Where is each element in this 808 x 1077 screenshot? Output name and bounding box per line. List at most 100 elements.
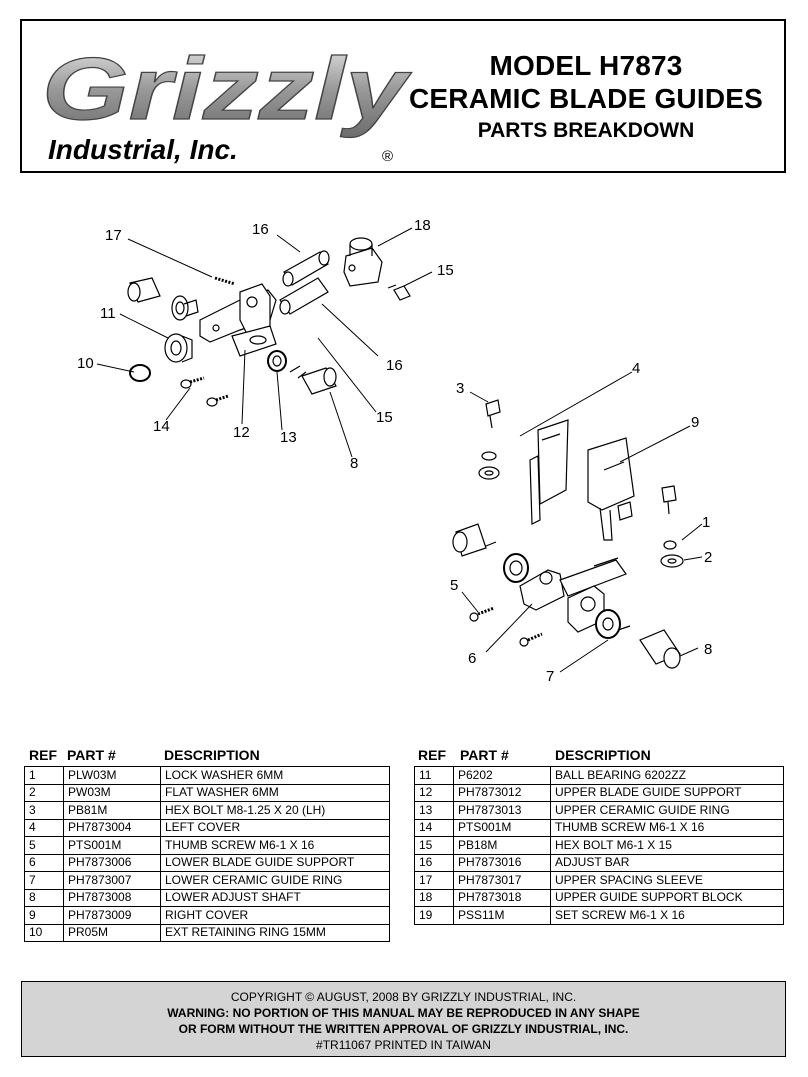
title-block: MODEL H7873 CERAMIC BLADE GUIDES PARTS B… [396, 49, 776, 146]
part-retaining-ring [129, 364, 151, 382]
lower-assembly [452, 399, 684, 669]
part-left-cover [529, 419, 569, 525]
part-thumb-screws-upper [180, 376, 229, 407]
logo-subtitle: Industrial, Inc. [48, 134, 238, 165]
warning-line-1: WARNING: NO PORTION OF THIS MANUAL MAY B… [167, 1006, 640, 1020]
description-cell: LEFT COVER [160, 818, 390, 837]
ref-cell: 14 [414, 818, 454, 837]
ref-cell: 11 [414, 766, 454, 785]
part-lower-blade-guide-support [519, 557, 627, 611]
part-number-cell: PH7873017 [453, 871, 551, 890]
part-lock-washer-left [481, 451, 497, 461]
leader-lines [96, 227, 703, 673]
part-number-cell: PTS001M [63, 836, 161, 855]
callout-19: 17 [105, 227, 122, 244]
callout-3: 3 [456, 380, 464, 397]
ref-cell: 2 [24, 783, 64, 802]
description-cell: RIGHT COVER [160, 906, 390, 925]
left-part-header: PART # [67, 747, 116, 763]
part-thumb-screws-lower [469, 606, 543, 647]
part-upper-guide-support-block [343, 237, 383, 287]
callout-12: 12 [233, 424, 250, 441]
callout-1: 1 [702, 514, 710, 531]
description-cell: UPPER SPACING SLEEVE [550, 871, 784, 890]
part-right-cover [587, 437, 635, 541]
grizzly-logo: Grizzly Industrial, Inc. ® [41, 38, 412, 165]
part-number-cell: PR05M [63, 923, 161, 942]
part-number-cell: PB81M [63, 801, 161, 820]
upper-assembly [127, 237, 411, 407]
ref-cell: 18 [414, 888, 454, 907]
ref-cell: 15 [414, 836, 454, 855]
callout-10: 10 [77, 355, 94, 372]
left-desc-header: DESCRIPTION [164, 747, 260, 763]
ref-cell: 12 [414, 783, 454, 802]
ref-cell: 19 [414, 906, 454, 925]
part-number-cell: PSS11M [453, 906, 551, 925]
ref-cell: 8 [24, 888, 64, 907]
header-box: Grizzly Industrial, Inc. ® MODEL H7873 C… [20, 19, 786, 173]
part-lower-adjust-shaft-left [452, 523, 497, 557]
description-cell: UPPER CERAMIC GUIDE RING [550, 801, 784, 820]
part-upper-adjust-shaft [289, 365, 337, 395]
part-number-cell: PB18M [453, 836, 551, 855]
callout-4: 4 [632, 360, 640, 377]
part-number-cell: PH7873013 [453, 801, 551, 820]
left-ref-header: REF [29, 747, 57, 763]
right-ref-header: REF [418, 747, 446, 763]
ref-cell: 3 [24, 801, 64, 820]
callout-17: 16 [252, 221, 269, 238]
callout-9: 9 [691, 414, 699, 431]
ref-cell: 5 [24, 836, 64, 855]
callout-15-lower: 15 [376, 409, 393, 426]
part-upper-left-sleeve [127, 277, 161, 303]
part-ball-bearing [164, 333, 193, 363]
part-hex-bolt-right [661, 485, 677, 515]
copyright-line: COPYRIGHT © AUGUST, 2008 BY GRIZZLY INDU… [230, 990, 577, 1004]
part-number-cell: PH7873007 [63, 871, 161, 890]
description-cell: FLAT WASHER 6MM [160, 783, 390, 802]
part-lock-washer-right [663, 540, 677, 550]
part-upper-ceramic-guide-ring [267, 350, 287, 372]
part-lower-ceramic-guide-ring-right [595, 609, 631, 639]
part-number-cell: PH7873004 [63, 818, 161, 837]
part-lower-adjust-shaft-right [639, 629, 681, 669]
ref-cell: 16 [414, 853, 454, 872]
part-set-screw [214, 276, 236, 286]
description-cell: LOWER ADJUST SHAFT [160, 888, 390, 907]
part-hex-bolt-upper [387, 284, 411, 301]
exploded-parts-diagram: 17 16 17 18 15 11 10 16 16 15 14 12 13 8… [77, 217, 712, 685]
callout-7: 7 [546, 668, 554, 685]
description-cell: EXT RETAINING RING 15MM [160, 923, 390, 942]
description-cell: BALL BEARING 6202ZZ [550, 766, 784, 785]
callout-13: 13 [280, 429, 297, 446]
ref-cell: 17 [414, 871, 454, 890]
callout-8-upper: 8 [350, 455, 358, 472]
description-cell: UPPER BLADE GUIDE SUPPORT [550, 783, 784, 802]
parts-breakdown-title: PARTS BREAKDOWN [477, 119, 695, 142]
callout-6: 6 [468, 650, 476, 667]
ref-cell: 7 [24, 871, 64, 890]
copyright-footer: COPYRIGHT © AUGUST, 2008 BY GRIZZLY INDU… [21, 981, 786, 1057]
ref-cell: 10 [24, 923, 64, 942]
part-number-cell: P6202 [453, 766, 551, 785]
part-adjust-bar [279, 277, 329, 315]
description-cell: LOCK WASHER 6MM [160, 766, 390, 785]
part-number-cell: PW03M [63, 783, 161, 802]
callout-15-upper: 15 [437, 262, 454, 279]
callout-14: 14 [153, 418, 170, 435]
part-hex-bolt-lower [485, 399, 501, 429]
